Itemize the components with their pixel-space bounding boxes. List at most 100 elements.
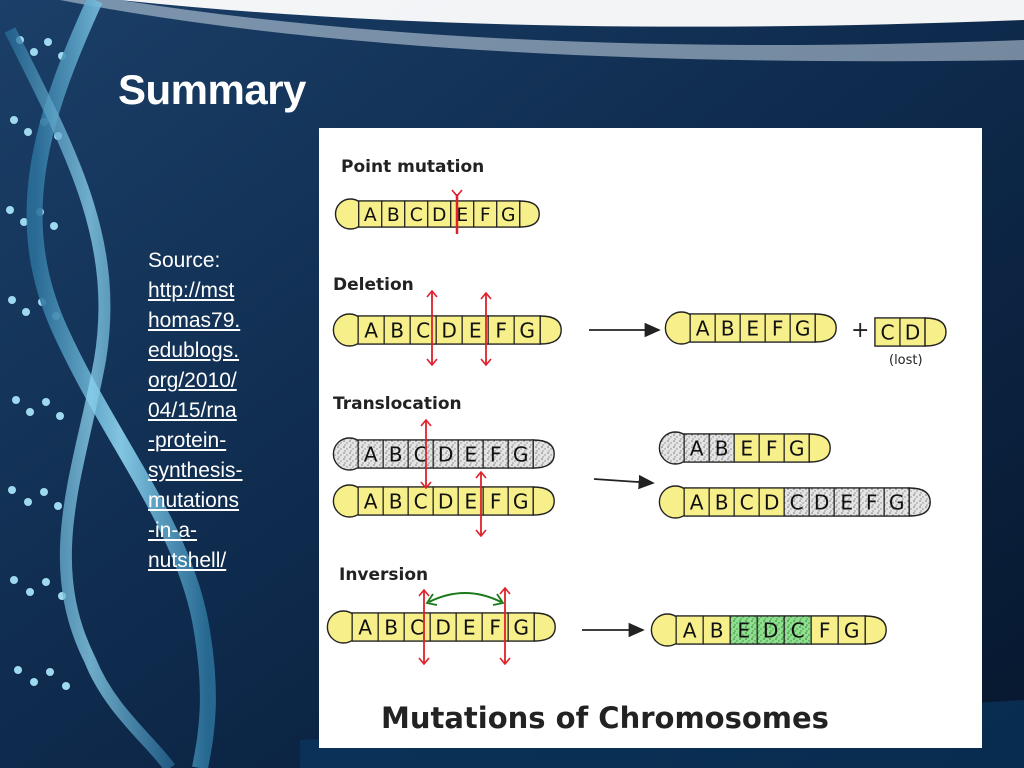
gene-letter: F bbox=[495, 319, 507, 343]
gene-letter: A bbox=[358, 616, 372, 640]
gene-band: F bbox=[764, 313, 791, 343]
gene-band: G bbox=[507, 439, 534, 469]
gene-band: D bbox=[899, 317, 926, 347]
lost-label: (lost) bbox=[889, 353, 923, 368]
gene-letter: G bbox=[795, 317, 811, 341]
gene-band: D bbox=[756, 615, 785, 645]
gene-band: D bbox=[432, 486, 459, 516]
gene-letter: B bbox=[715, 491, 729, 515]
gene-band: A bbox=[683, 433, 710, 463]
gene-letter: G bbox=[519, 319, 535, 343]
gene-letter: G bbox=[513, 443, 529, 467]
gene-band: F bbox=[810, 615, 839, 645]
gene-letter: A bbox=[683, 619, 697, 643]
gene-band: D bbox=[429, 612, 457, 642]
gene-letter: B bbox=[389, 443, 403, 467]
gene-band: B bbox=[382, 486, 409, 516]
gene-band: G bbox=[783, 433, 810, 463]
chromosome-mutations-diagram: Point mutation Deletion Translocation In… bbox=[326, 157, 947, 735]
point-mutation-label: Point mutation bbox=[341, 157, 484, 177]
gene-letter: G bbox=[501, 205, 516, 226]
gene-letter: F bbox=[772, 317, 784, 341]
gene-letter: F bbox=[819, 619, 831, 643]
gene-letter: A bbox=[364, 205, 377, 226]
gene-band: A bbox=[357, 486, 384, 516]
gene-letter: F bbox=[490, 443, 502, 467]
source-link-line: homas79. bbox=[148, 309, 241, 332]
gene-letter: D bbox=[905, 321, 921, 345]
gene-band: A bbox=[357, 315, 385, 345]
gene-band: F bbox=[482, 486, 509, 516]
gene-band: B bbox=[381, 200, 406, 228]
diagram-panel: Point mutation Deletion Translocation In… bbox=[319, 128, 982, 748]
source-link-line: org/2010/ bbox=[148, 369, 237, 392]
source-label: Source: bbox=[148, 249, 221, 272]
gene-band: A bbox=[675, 615, 704, 645]
inversion-swap-arrow bbox=[428, 592, 502, 603]
gene-letter: C bbox=[790, 491, 804, 515]
gene-band: G bbox=[789, 313, 816, 343]
gene-letter: B bbox=[390, 319, 404, 343]
gene-letter: B bbox=[387, 205, 400, 226]
gene-band: B bbox=[377, 612, 405, 642]
gene-band: E bbox=[833, 487, 860, 517]
gene-letter: A bbox=[690, 491, 704, 515]
source-link[interactable]: http://mst homas79. edublogs. org/2010/ … bbox=[148, 276, 278, 576]
gene-letter: E bbox=[740, 437, 753, 461]
gene-band: F bbox=[487, 315, 515, 345]
source-link-line: -protein- bbox=[148, 429, 227, 452]
source-link-line: nutshell/ bbox=[148, 549, 227, 572]
gene-band: A bbox=[357, 439, 384, 469]
gene-band: D bbox=[758, 487, 785, 517]
gene-letter: A bbox=[364, 490, 378, 514]
gene-letter: B bbox=[721, 317, 735, 341]
point-mutation-marker bbox=[451, 189, 463, 234]
gene-letter: A bbox=[690, 437, 704, 461]
gene-band: C bbox=[874, 317, 901, 347]
gene-letter: E bbox=[456, 205, 468, 226]
deletion-break-markers bbox=[426, 289, 492, 367]
gene-band: D bbox=[432, 439, 459, 469]
gene-band: E bbox=[450, 200, 475, 228]
gene-band: E bbox=[733, 433, 760, 463]
translocation-break-markers bbox=[420, 418, 487, 538]
gene-letter: G bbox=[889, 491, 905, 515]
source-link-line: 04/15/rna bbox=[148, 399, 237, 422]
dna-strand-front bbox=[26, 0, 216, 768]
source-link-line: mutations bbox=[148, 489, 240, 512]
gene-band: D bbox=[808, 487, 835, 517]
gene-band: C bbox=[733, 487, 760, 517]
source-link-line: http://mst bbox=[148, 279, 235, 302]
gene-letter: D bbox=[435, 616, 451, 640]
source-link-line: synthesis- bbox=[148, 459, 243, 482]
gene-band: C bbox=[783, 487, 810, 517]
gene-band: A bbox=[689, 313, 716, 343]
gene-letter: C bbox=[410, 616, 424, 640]
gene-band: A bbox=[358, 200, 383, 228]
gene-letter: G bbox=[789, 437, 805, 461]
gene-letter: D bbox=[814, 491, 830, 515]
gene-letter: G bbox=[513, 490, 529, 514]
gene-band: E bbox=[739, 313, 766, 343]
gene-letter: B bbox=[389, 490, 403, 514]
gene-letter: E bbox=[840, 491, 853, 515]
gene-band: C bbox=[783, 615, 812, 645]
gene-letter: D bbox=[764, 491, 780, 515]
gene-band: G bbox=[507, 486, 534, 516]
gene-letter: C bbox=[740, 491, 754, 515]
gene-band: A bbox=[351, 612, 379, 642]
dna-strand-back bbox=[4, 27, 175, 768]
gene-letter: D bbox=[438, 490, 454, 514]
deletion-label: Deletion bbox=[333, 275, 414, 295]
gene-letter: E bbox=[469, 319, 482, 343]
gene-band: G bbox=[496, 200, 521, 228]
gene-band: E bbox=[455, 612, 483, 642]
